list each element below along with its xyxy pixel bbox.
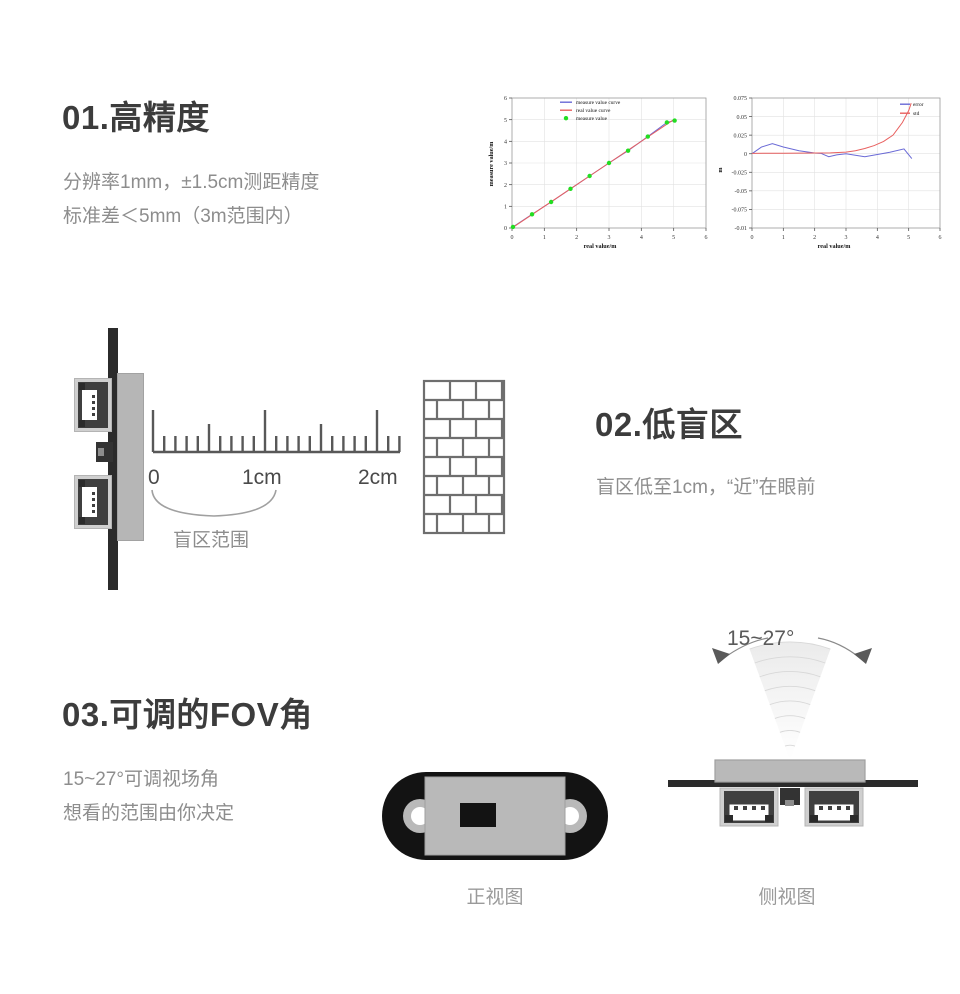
- svg-text:0: 0: [504, 226, 507, 232]
- svg-text:-0.01: -0.01: [735, 226, 748, 232]
- section-03-desc-line-1: 15~27°可调视场角: [63, 769, 219, 790]
- svg-text:1: 1: [782, 235, 785, 241]
- ruler-tick-label-1: 1cm: [242, 466, 282, 489]
- svg-text:-0.075: -0.075: [732, 208, 748, 214]
- svg-text:4: 4: [876, 235, 879, 241]
- section-01-desc-line-1: 分辨率1mm，±1.5cm测距精度: [63, 172, 320, 193]
- svg-text:6: 6: [939, 235, 942, 241]
- error-std-chart: 0 1 2 3 4 5 6 0.075 0.05 0.025 0 -0.025 -0.05 -0.075 -…: [714, 84, 946, 252]
- accuracy-chart-ylabel: measure value/m: [488, 141, 495, 187]
- svg-text:2: 2: [813, 235, 816, 241]
- side-connector-right: [804, 787, 864, 827]
- svg-text:1: 1: [504, 205, 507, 211]
- blind-zone-label: 盲区范围: [173, 530, 250, 551]
- ruler-tick-label-0: 0: [148, 466, 160, 489]
- svg-text:3: 3: [504, 161, 507, 167]
- section-03-title: 03.可调的FOV角: [62, 696, 313, 733]
- front-view-svg: [382, 772, 608, 860]
- svg-text:5: 5: [672, 235, 675, 241]
- fov-angle-label: 15~27°: [727, 627, 795, 650]
- svg-text:5: 5: [907, 235, 910, 241]
- svg-text:0: 0: [744, 152, 747, 158]
- mounting-plate: [668, 780, 918, 787]
- section-01-title: 01.高精度: [62, 99, 210, 136]
- svg-text:2: 2: [575, 235, 578, 241]
- accuracy-curve-svg: 0 1 2 3 4 5 6 0 1 2 3 4 5 6 measure value curve real v…: [484, 84, 716, 252]
- section-03-desc-line-2: 想看的范围由你决定: [63, 803, 235, 824]
- svg-text:3: 3: [608, 235, 611, 241]
- svg-text:6: 6: [705, 235, 708, 241]
- accuracy-chart-xlabel: real value/m: [584, 243, 618, 250]
- side-view-diagram: [668, 632, 918, 869]
- side-connector-middle: [780, 788, 800, 806]
- svg-text:std: std: [913, 111, 920, 117]
- sensor-board: [117, 373, 144, 541]
- svg-text:0.075: 0.075: [734, 96, 748, 102]
- svg-text:measure value: measure value: [576, 116, 608, 122]
- error-chart-ylabel: m: [717, 167, 724, 173]
- svg-text:1: 1: [543, 235, 546, 241]
- sensor-body: [714, 759, 866, 783]
- svg-text:error: error: [913, 102, 924, 108]
- section-02-title: 02.低盲区: [595, 406, 743, 443]
- side-view-caption: 侧视图: [758, 887, 816, 908]
- svg-text:0.05: 0.05: [737, 115, 748, 121]
- svg-text:0: 0: [751, 235, 754, 241]
- blind-zone-bracket: [151, 489, 277, 517]
- section-02-desc-line-1: 盲区低至1cm，“近”在眼前: [596, 477, 816, 498]
- beam-cone: [749, 641, 831, 760]
- svg-text:3: 3: [845, 235, 848, 241]
- blind-zone-diagram: 0 1cm 2cm 盲区范围: [60, 320, 540, 595]
- accuracy-curve-chart: 0 1 2 3 4 5 6 0 1 2 3 4 5 6 measure value curve real v…: [484, 84, 716, 252]
- error-std-svg: 0 1 2 3 4 5 6 0.075 0.05 0.025 0 -0.025 -0.05 -0.075 -…: [714, 84, 946, 252]
- brick-wall: [422, 379, 506, 535]
- section-01-desc-line-2: 标准差＜5mm（3m范围内）: [63, 206, 303, 227]
- ruler-scale: [151, 410, 401, 454]
- svg-text:-0.05: -0.05: [735, 189, 748, 195]
- side-connector-left: [719, 787, 779, 827]
- svg-text:2: 2: [504, 183, 507, 189]
- front-view-caption: 正视图: [466, 887, 524, 908]
- error-chart-xlabel: real value/m: [818, 243, 852, 250]
- svg-text:-0.025: -0.025: [732, 170, 748, 176]
- side-view-svg: [668, 637, 918, 827]
- svg-text:5: 5: [504, 118, 507, 124]
- svg-text:0.025: 0.025: [734, 133, 748, 139]
- mounting-bar: [108, 328, 118, 590]
- fov-angle-arrows: [712, 637, 872, 664]
- svg-text:6: 6: [504, 96, 507, 102]
- svg-text:0: 0: [511, 235, 514, 241]
- front-view-diagram: [380, 768, 610, 869]
- svg-text:4: 4: [504, 140, 507, 146]
- svg-text:real value curve: real value curve: [576, 108, 611, 114]
- ruler-tick-label-2: 2cm: [358, 466, 398, 489]
- svg-text:4: 4: [640, 235, 643, 241]
- svg-text:measure value curve: measure value curve: [576, 100, 621, 106]
